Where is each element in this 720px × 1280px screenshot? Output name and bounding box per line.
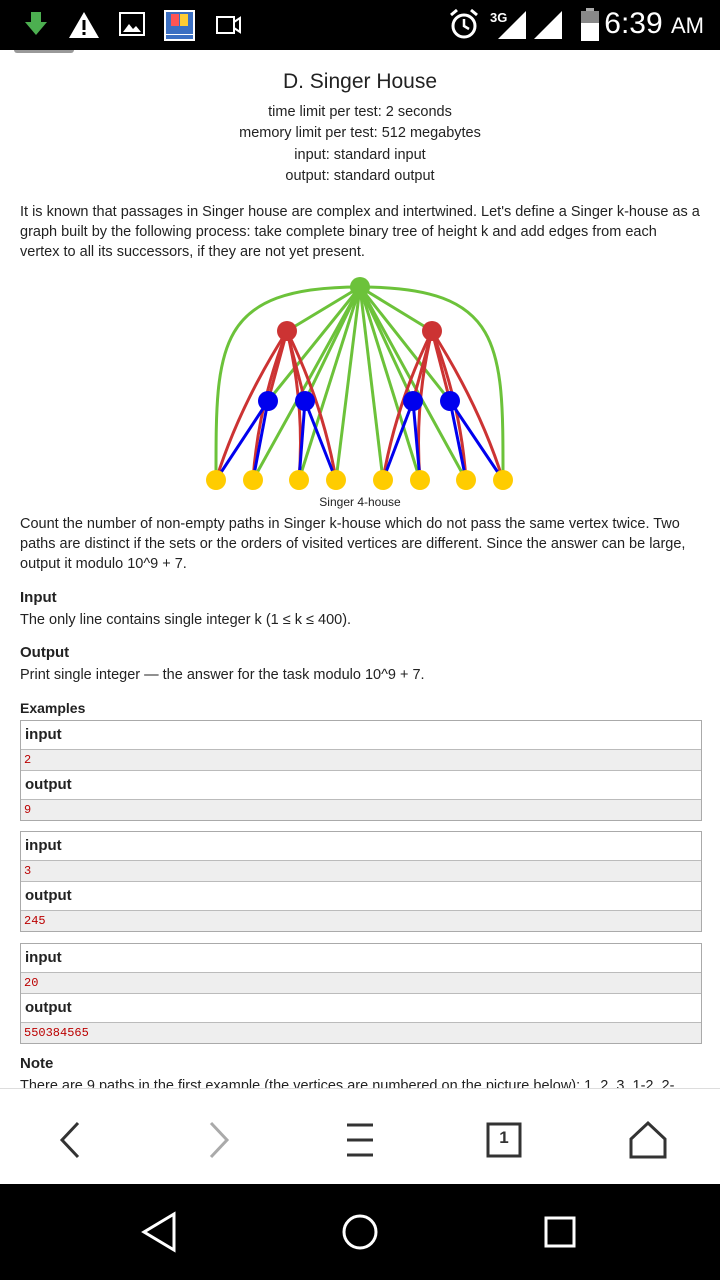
example-output-label: output bbox=[21, 771, 701, 800]
menu-icon[interactable] bbox=[335, 1115, 385, 1165]
status-bar: 3G 6:39 AM bbox=[0, 0, 720, 50]
example-output-label: output bbox=[21, 994, 701, 1023]
graph-node-leaf bbox=[456, 470, 476, 490]
signal-icon bbox=[498, 11, 562, 39]
graph-edge bbox=[266, 286, 362, 402]
example-input-value[interactable]: 2 bbox=[21, 750, 701, 771]
example-input-value[interactable]: 20 bbox=[21, 973, 701, 994]
tabs-icon bbox=[486, 1122, 522, 1158]
example-output-value[interactable]: 9 bbox=[21, 800, 701, 820]
example-1: input 2 output 9 bbox=[20, 720, 702, 821]
note-text: There are 9 paths in the first example (… bbox=[20, 1078, 675, 1088]
clock-time: 6:39 bbox=[604, 7, 663, 40]
graph-node-leaf bbox=[326, 470, 346, 490]
graph-edge bbox=[334, 286, 362, 481]
graph-edge bbox=[297, 286, 362, 481]
output-spec: output: standard output bbox=[285, 168, 435, 184]
graph-edge bbox=[381, 330, 434, 481]
graph-node-leaf bbox=[410, 470, 430, 490]
problem-title: D. Singer House bbox=[282, 70, 438, 93]
graph-node bbox=[258, 391, 278, 411]
download-icon bbox=[25, 12, 47, 35]
graph-node bbox=[422, 321, 442, 341]
graph-node-leaf bbox=[243, 470, 263, 490]
memory-limit: memory limit per test: 512 megabytes bbox=[239, 125, 481, 141]
network-type: 3G bbox=[490, 10, 508, 25]
example-3: input 20 output 550384565 bbox=[20, 943, 702, 1044]
battery-icon bbox=[581, 8, 599, 41]
graph-node-leaf bbox=[493, 470, 513, 490]
back-icon[interactable] bbox=[46, 1115, 96, 1165]
input-spec: input: standard input bbox=[294, 147, 426, 163]
graph-node-leaf bbox=[206, 470, 226, 490]
graph-edge bbox=[214, 330, 289, 481]
graph-node bbox=[403, 391, 423, 411]
graph-edge bbox=[285, 330, 338, 481]
example-output-label: output bbox=[21, 882, 701, 911]
example-input-label: input bbox=[21, 832, 701, 861]
example-input-value[interactable]: 3 bbox=[21, 861, 701, 882]
graph-edge bbox=[214, 285, 361, 481]
warning-icon bbox=[69, 12, 99, 38]
time-limit: time limit per test: 2 seconds bbox=[268, 104, 452, 120]
examples-heading: Examples bbox=[20, 700, 86, 716]
image-icon bbox=[119, 12, 145, 36]
example-output-value[interactable]: 550384565 bbox=[21, 1023, 701, 1043]
system-recents-icon[interactable] bbox=[538, 1210, 582, 1254]
output-text: Print single integer — the answer for th… bbox=[20, 667, 425, 683]
graph-edge bbox=[251, 286, 362, 481]
example-input-label: input bbox=[21, 721, 701, 750]
alarm-icon bbox=[450, 8, 478, 39]
home-icon[interactable] bbox=[623, 1115, 673, 1165]
clock: 6:39 AM bbox=[604, 7, 704, 41]
statement-paragraph-2: Count the number of non-empty paths in S… bbox=[20, 516, 686, 572]
problem-page[interactable]: D. Singer House time limit per test: 2 s… bbox=[0, 50, 720, 1088]
graph-edge bbox=[358, 286, 385, 481]
example-input-label: input bbox=[21, 944, 701, 973]
browser-toolbar: 1 bbox=[0, 1088, 720, 1185]
graph-node-root bbox=[350, 277, 370, 297]
graph-node-leaf bbox=[289, 470, 309, 490]
graph-edge bbox=[358, 286, 452, 402]
system-home-icon[interactable] bbox=[338, 1210, 382, 1254]
system-navigation-bar bbox=[0, 1184, 720, 1280]
app-icon bbox=[164, 10, 195, 41]
note-heading: Note bbox=[20, 1055, 54, 1072]
input-text: The only line contains single integer k … bbox=[20, 612, 352, 628]
example-output-value[interactable]: 245 bbox=[21, 911, 701, 931]
tab-count: 1 bbox=[499, 1128, 509, 1147]
graph-edge bbox=[430, 330, 505, 481]
graph-node bbox=[440, 391, 460, 411]
scroll-indicator bbox=[14, 50, 74, 53]
example-2: input 3 output 245 bbox=[20, 831, 702, 932]
tabs-button[interactable]: 1 bbox=[479, 1115, 529, 1165]
graph-node bbox=[277, 321, 297, 341]
system-back-icon[interactable] bbox=[138, 1210, 182, 1254]
graph-edge bbox=[358, 286, 468, 481]
figure-caption: Singer 4-house bbox=[319, 495, 401, 509]
graph-edge bbox=[358, 286, 422, 481]
input-heading: Input bbox=[20, 589, 57, 606]
video-icon bbox=[216, 16, 241, 34]
singer-house-figure bbox=[206, 277, 513, 490]
clock-ampm: AM bbox=[671, 13, 704, 38]
graph-edge bbox=[359, 285, 505, 481]
graph-node-leaf bbox=[373, 470, 393, 490]
forward-icon[interactable] bbox=[193, 1115, 243, 1165]
graph-node bbox=[295, 391, 315, 411]
statement-paragraph-1: It is known that passages in Singer hous… bbox=[20, 204, 700, 260]
output-heading: Output bbox=[20, 644, 70, 661]
